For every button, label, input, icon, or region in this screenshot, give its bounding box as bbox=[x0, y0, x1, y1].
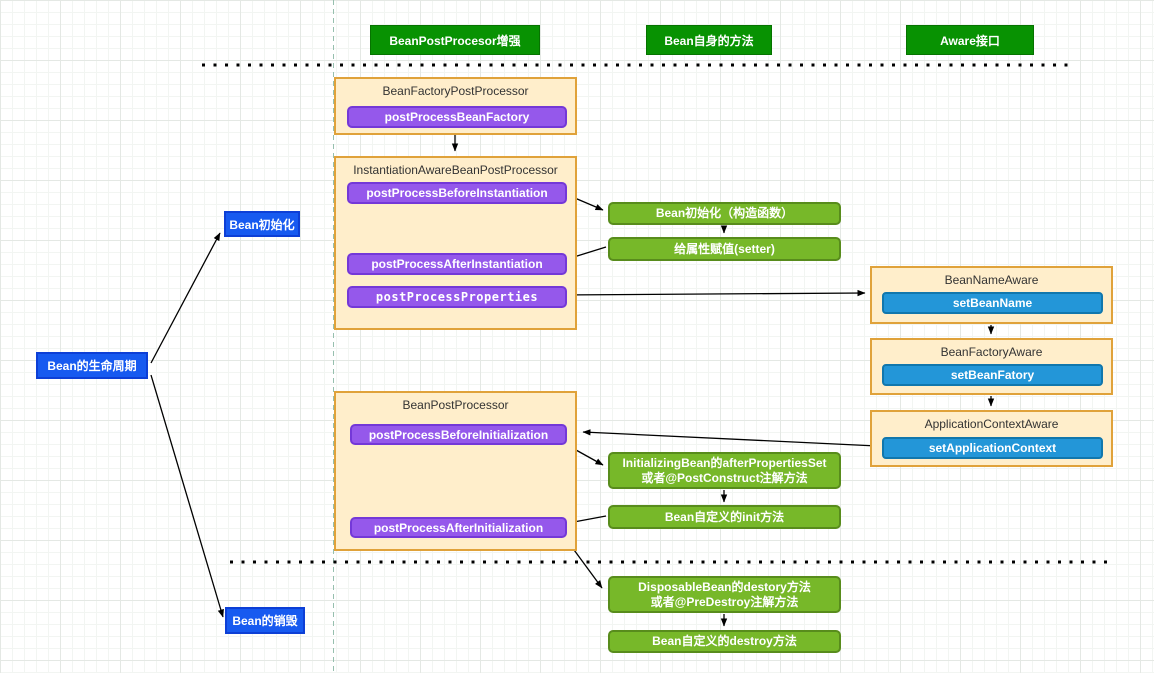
flow-custom-init: Bean自定义的init方法 bbox=[608, 505, 841, 529]
node-bean-factory-post-processor: BeanFactoryPostProcessor postProcessBean… bbox=[334, 77, 577, 135]
node-title: BeanPostProcessor bbox=[402, 398, 509, 412]
arrow-lifecycle-to-init bbox=[150, 232, 221, 364]
method-post-process-properties: postProcessProperties bbox=[347, 286, 567, 308]
method-set-bean-fatory: setBeanFatory bbox=[882, 364, 1103, 386]
arrow-properties-to-beannameaware bbox=[556, 289, 866, 297]
node-instantiation-aware-bean-post-processor: InstantiationAwareBeanPostProcessor post… bbox=[334, 156, 577, 330]
node-title: BeanFactoryAware bbox=[940, 345, 1043, 359]
flow-after-properties-set: InitializingBean的afterPropertiesSet 或者@P… bbox=[608, 452, 841, 489]
node-application-context-aware: ApplicationContextAware setApplicationCo… bbox=[870, 410, 1113, 467]
lane-header-beanpostprocessor: BeanPostProcesor增强 bbox=[370, 25, 540, 55]
node-bean-factory-aware: BeanFactoryAware setBeanFatory bbox=[870, 338, 1113, 395]
flow-line2: 或者@PostConstruct注解方法 bbox=[641, 470, 808, 485]
arrow-appcontext-to-before-initialization bbox=[582, 429, 878, 447]
flow-setter: 给属性赋值(setter) bbox=[608, 237, 841, 261]
method-post-process-after-initialization: postProcessAfterInitialization bbox=[350, 517, 567, 538]
method-set-bean-name: setBeanName bbox=[882, 292, 1103, 314]
method-post-process-bean-factory: postProcessBeanFactory bbox=[347, 106, 567, 128]
method-post-process-after-instantiation: postProcessAfterInstantiation bbox=[347, 253, 567, 275]
node-title: InstantiationAwareBeanPostProcessor bbox=[353, 163, 558, 177]
node-title: BeanNameAware bbox=[944, 273, 1039, 287]
node-bean-destroy: Bean的销毁 bbox=[225, 607, 305, 634]
flow-line1: DisposableBean的destory方法 bbox=[638, 579, 811, 594]
flow-line1: InitializingBean的afterPropertiesSet bbox=[622, 455, 827, 470]
flow-disposable-destroy: DisposableBean的destory方法 或者@PreDestroy注解… bbox=[608, 576, 841, 613]
flow-line2: 或者@PreDestroy注解方法 bbox=[650, 594, 799, 609]
node-bean-post-processor: BeanPostProcessor postProcessBeforeIniti… bbox=[334, 391, 577, 551]
method-set-application-context: setApplicationContext bbox=[882, 437, 1103, 459]
node-title: ApplicationContextAware bbox=[924, 417, 1059, 431]
lane-header-aware: Aware接口 bbox=[906, 25, 1034, 55]
arrow-lifecycle-to-destroy bbox=[150, 374, 224, 618]
lane-header-bean-own-methods: Bean自身的方法 bbox=[646, 25, 772, 55]
node-bean-name-aware: BeanNameAware setBeanName bbox=[870, 266, 1113, 324]
node-bean-init: Bean初始化 bbox=[224, 211, 300, 237]
method-post-process-before-instantiation: postProcessBeforeInstantiation bbox=[347, 182, 567, 204]
flow-custom-destroy: Bean自定义的destroy方法 bbox=[608, 630, 841, 653]
node-title: BeanFactoryPostProcessor bbox=[382, 84, 529, 98]
node-bean-lifecycle: Bean的生命周期 bbox=[36, 352, 148, 379]
method-post-process-before-initialization: postProcessBeforeInitialization bbox=[350, 424, 567, 445]
flow-bean-construct: Bean初始化（构造函数） bbox=[608, 202, 841, 225]
